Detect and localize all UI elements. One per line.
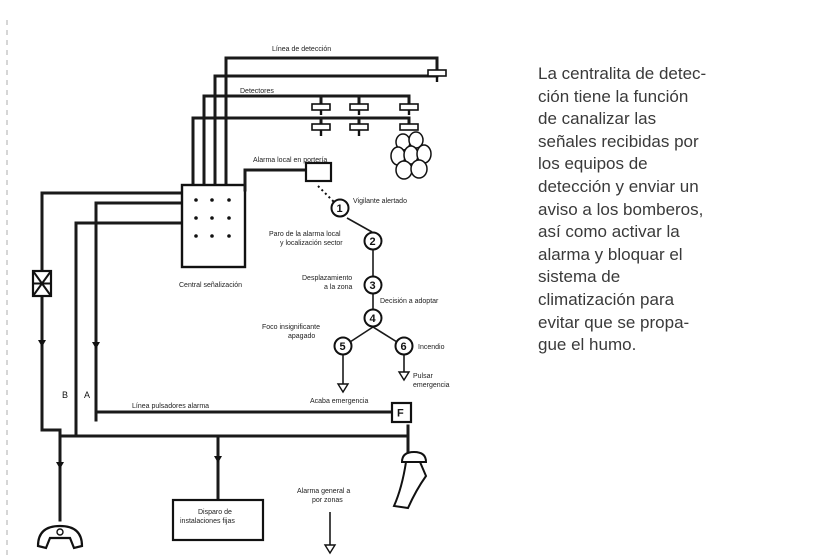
valve-icon xyxy=(31,269,53,298)
label-local-alarm: Alarma local en portería xyxy=(253,157,327,164)
description-line: alarma y bloquar el xyxy=(538,244,683,264)
description-line: climatización para xyxy=(538,289,675,309)
step-3: 3 xyxy=(370,280,376,292)
pushbutton-label: F xyxy=(397,408,404,420)
label-by-zones: por zonas xyxy=(312,497,343,504)
label-detectors: Detectores xyxy=(240,88,274,95)
telephone-icon xyxy=(36,524,84,550)
description-line: los equipos de xyxy=(538,154,648,174)
smoke-icon xyxy=(390,131,432,180)
system-lines xyxy=(40,191,410,522)
fixed-installations-box xyxy=(171,498,265,542)
label-move: Desplazamiento xyxy=(302,275,352,282)
description-line: aviso a los bomberos, xyxy=(538,199,704,219)
label-press: Pulsar xyxy=(413,373,434,380)
description-text: La centralita de detec- ción tiene la fu… xyxy=(538,63,788,357)
step-6: 6 xyxy=(401,341,407,353)
label-detection-lines: Línea de detección xyxy=(272,46,331,53)
central-panel xyxy=(180,183,247,269)
pushbutton-box xyxy=(390,401,413,424)
line-b-label: B xyxy=(62,390,68,400)
description-line: evitar que se propa- xyxy=(538,312,690,332)
label-fixed-installations: instalaciones fijas xyxy=(180,518,235,525)
alert-path xyxy=(317,185,337,205)
flow-chain xyxy=(336,217,411,394)
detector-icon xyxy=(311,69,447,136)
label-emergency: emergencia xyxy=(413,382,450,389)
label-trigger: Disparo de xyxy=(198,509,232,516)
label-pushbutton-line: Línea pulsadores alarma xyxy=(132,403,209,410)
label-central-panel: Central señalización xyxy=(179,282,242,289)
siren-icon xyxy=(392,450,428,510)
diagram-labels: Línea de detección Detectores Alarma loc… xyxy=(132,46,450,525)
description-line: gue el humo. xyxy=(538,335,637,355)
label-to-zone: a la zona xyxy=(324,284,353,291)
description-line: sistema de xyxy=(538,267,621,287)
step-markers: 1 2 3 4 5 6 xyxy=(330,198,414,356)
label-stop-alarm: Paro de la alarma local xyxy=(269,231,341,238)
label-general-alarm: Alarma general a xyxy=(297,488,350,495)
detection-lines xyxy=(191,56,439,187)
description-line: La centralita de detec- xyxy=(538,64,707,83)
line-a-label: A xyxy=(84,390,90,400)
label-fire: Incendio xyxy=(418,344,445,351)
step-4: 4 xyxy=(370,313,377,325)
description-line: ción tiene la función xyxy=(538,86,689,106)
local-alarm-box xyxy=(304,161,333,183)
label-locate-sector: y localización sector xyxy=(280,240,343,247)
label-end-emergency: Acaba emergencia xyxy=(310,398,368,405)
step-2: 2 xyxy=(370,236,376,248)
description-line: así como activar la xyxy=(538,222,680,242)
flow-arrows xyxy=(38,340,222,469)
label-minor-fire: Foco insignificante xyxy=(262,324,320,331)
label-watchman-alerted: Vigilante alertado xyxy=(353,198,407,205)
step-5: 5 xyxy=(340,341,346,353)
description-line: de canalizar las xyxy=(538,109,657,129)
fire-detection-diagram: B A 1 2 3 4 5 6 xyxy=(6,20,450,555)
label-decision: Decisión a adoptar xyxy=(380,298,439,305)
description-line: señales recibidas por xyxy=(538,131,699,151)
label-extinguished: apagado xyxy=(288,333,315,340)
step-1: 1 xyxy=(337,203,343,215)
description-line: detección y enviar un xyxy=(538,176,699,196)
